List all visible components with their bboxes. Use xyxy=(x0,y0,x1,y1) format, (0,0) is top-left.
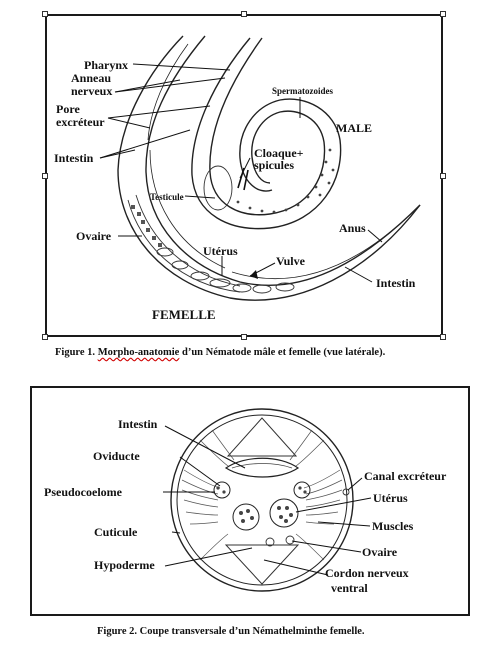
label-canal-excreteur: Canal excréteur xyxy=(364,469,447,483)
label-testicule: Testicule xyxy=(150,192,184,202)
label-pharynx: Pharynx xyxy=(84,58,129,72)
label-cordon-nerveux: Cordon nerveux xyxy=(325,566,409,580)
figure1-caption: Figure 1. Morpho-anatomie d’un Nématode … xyxy=(55,347,386,358)
label-anneau: Anneau xyxy=(71,71,112,85)
resize-handle[interactable] xyxy=(440,173,446,179)
label-spermatozoides: Spermatozoides xyxy=(272,86,333,96)
label-femelle: FEMELLE xyxy=(152,307,216,322)
male-worm xyxy=(191,37,342,230)
label-anus: Anus xyxy=(339,221,366,235)
figure2-frame xyxy=(30,386,470,616)
label-uterus-female: Utérus xyxy=(203,244,238,258)
label-oviducte: Oviducte xyxy=(93,449,140,463)
resize-handle[interactable] xyxy=(440,334,446,340)
label-excreteur: excréteur xyxy=(56,115,105,129)
testicle-shape xyxy=(203,165,233,211)
ovary-cells xyxy=(131,205,162,247)
label-male: MALE xyxy=(336,121,372,135)
label-intestin-section: Intestin xyxy=(118,417,158,431)
resize-handle[interactable] xyxy=(42,334,48,340)
label-spicules: spicules xyxy=(254,158,295,172)
resize-handle[interactable] xyxy=(241,11,247,17)
label-vulve: Vulve xyxy=(276,254,305,268)
resize-handle[interactable] xyxy=(42,173,48,179)
label-hypoderme: Hypoderme xyxy=(94,558,155,572)
label-pore: Pore xyxy=(56,102,80,116)
sperm-dots xyxy=(236,148,335,214)
vulve-arrowhead xyxy=(250,270,258,279)
label-cloaque: Cloaque+ xyxy=(254,146,304,160)
resize-handle[interactable] xyxy=(241,334,247,340)
label-cuticule: Cuticule xyxy=(94,525,138,539)
label-ovaire-female: Ovaire xyxy=(76,229,112,243)
label-ovaire-section: Ovaire xyxy=(362,545,398,559)
label-muscles: Muscles xyxy=(372,519,414,533)
label-pseudocoelome: Pseudocoelome xyxy=(44,485,122,499)
figure2-caption: Figure 2. Coupe transversale d’un Némath… xyxy=(97,626,365,637)
label-intestin-tail: Intestin xyxy=(376,276,416,290)
label-uterus-section: Utérus xyxy=(373,491,408,505)
resize-handle[interactable] xyxy=(440,11,446,17)
label-ventral: ventral xyxy=(331,581,368,595)
female-organs xyxy=(127,194,295,294)
label-intestin-female: Intestin xyxy=(54,151,94,165)
resize-handle[interactable] xyxy=(42,11,48,17)
label-nerveux: nerveux xyxy=(71,84,113,98)
figure1-leader-lines xyxy=(99,63,383,283)
